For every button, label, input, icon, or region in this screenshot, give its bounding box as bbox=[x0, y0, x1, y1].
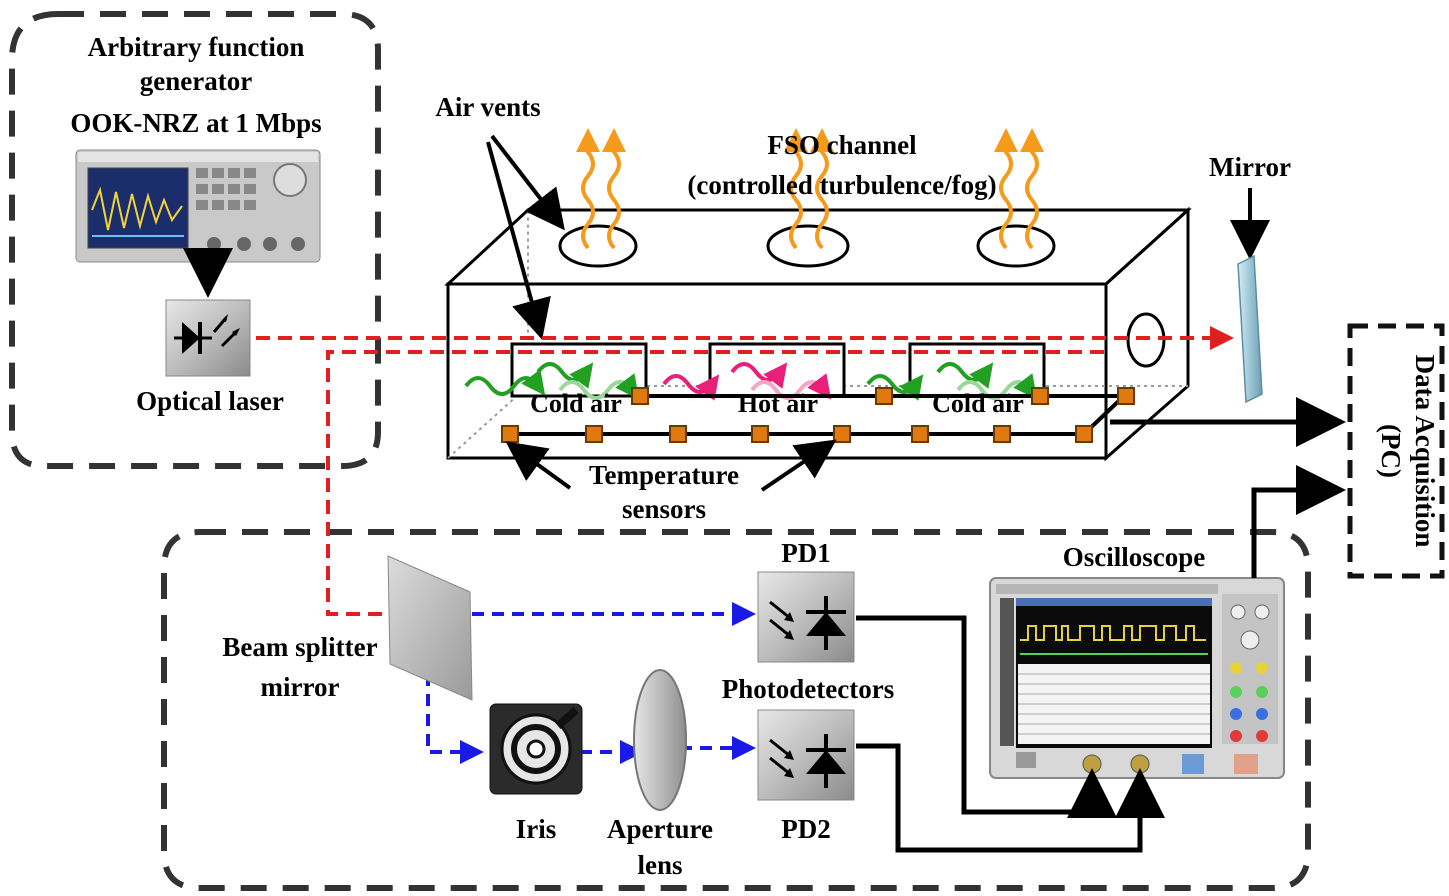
temperature-sensors-line2: sensors bbox=[622, 494, 706, 524]
oscilloscope-icon bbox=[989, 577, 1285, 779]
iris-icon bbox=[489, 703, 583, 795]
signal-cables bbox=[856, 465, 1346, 853]
iris-label: Iris bbox=[516, 814, 557, 844]
temperature-sensor-icon bbox=[501, 387, 1135, 443]
cold-air-flow-left bbox=[464, 362, 640, 400]
mirror-label: Mirror bbox=[1209, 152, 1291, 182]
hot-air-label: Hot air bbox=[738, 389, 818, 418]
receiver-enclosure bbox=[161, 529, 1311, 891]
mirror-icon bbox=[1237, 254, 1263, 404]
split-beam bbox=[426, 602, 756, 764]
transmitter-enclosure bbox=[9, 11, 381, 469]
daq-box bbox=[1347, 323, 1445, 579]
beam-splitter-icon bbox=[387, 555, 473, 701]
optical-laser-label: Optical laser bbox=[136, 386, 284, 416]
laser-diode-icon bbox=[165, 299, 251, 377]
fso-channel-line2: (controlled turbulence/fog) bbox=[687, 170, 996, 200]
photodiode-icon bbox=[757, 709, 855, 801]
heat-flow-arrows bbox=[576, 128, 1044, 250]
air-vents-label: Air vents bbox=[435, 92, 540, 122]
pointer-arrows bbox=[486, 134, 1270, 492]
temperature-sensors-line1: Temperature bbox=[589, 460, 739, 490]
daq-label-line1: Data Acquisition bbox=[1410, 355, 1440, 548]
pd2-label: PD2 bbox=[781, 814, 831, 844]
cold-air-right-label: Cold air bbox=[932, 389, 1024, 418]
afg-label-line3: OOK-NRZ at 1 Mbps bbox=[70, 108, 321, 138]
aperture-lens-line1: Aperture bbox=[607, 814, 713, 844]
beam-splitter-line1: Beam splitter bbox=[222, 632, 377, 662]
photodetectors-label: Photodetectors bbox=[722, 674, 894, 704]
pd1-label: PD1 bbox=[781, 538, 831, 568]
lens-icon bbox=[633, 669, 687, 811]
daq-label-line2: (PC) bbox=[1376, 424, 1406, 478]
photodiode-icon bbox=[757, 571, 855, 663]
laser-beam bbox=[256, 326, 1234, 626]
aperture-lens-line2: lens bbox=[637, 850, 682, 880]
afg-label-line1: Arbitrary function bbox=[88, 32, 305, 62]
oscilloscope-label: Oscilloscope bbox=[1063, 542, 1206, 572]
beam-splitter-line2: mirror bbox=[261, 672, 340, 702]
cold-air-left-label: Cold air bbox=[530, 389, 622, 418]
function-generator-icon bbox=[75, 149, 321, 263]
air-vent-icon bbox=[558, 224, 1056, 268]
afg-label-line2: generator bbox=[140, 66, 252, 96]
fso-channel-line1: FSO channel bbox=[767, 130, 917, 160]
